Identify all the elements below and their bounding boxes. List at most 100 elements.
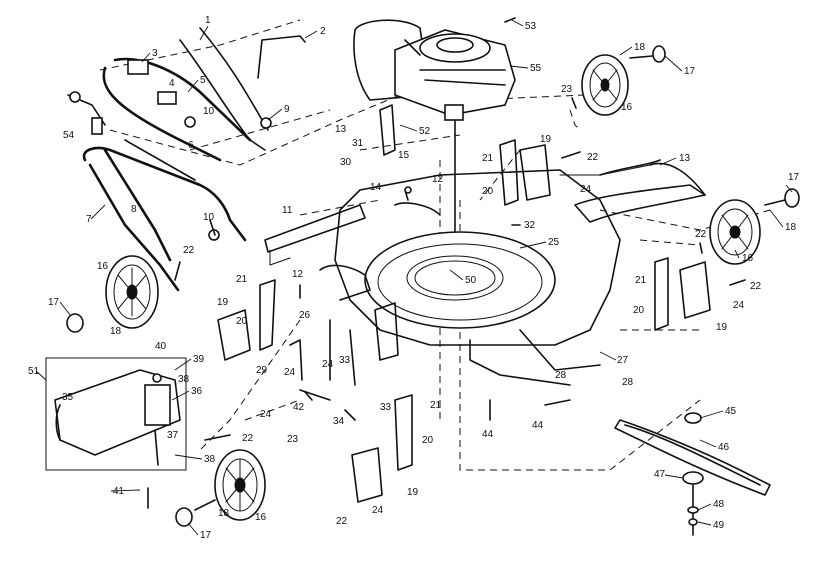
callout-21-a: 21: [482, 153, 494, 164]
callout-18-c: 18: [110, 326, 122, 337]
mower-deck: [334, 164, 651, 386]
callout-17-d: 17: [200, 530, 212, 541]
upper-handle-assembly: [102, 27, 306, 162]
rear-flap: [574, 159, 706, 223]
callout-16-b: 16: [742, 253, 754, 264]
callout-34: 34: [333, 416, 345, 427]
lower-handle-assembly: [67, 91, 247, 292]
callout-12-b: 12: [292, 269, 304, 280]
discharge-chute-assembly: [45, 357, 187, 471]
small-hardware: [147, 17, 571, 509]
callout-50: 50: [465, 275, 477, 286]
callout-22-a: 22: [587, 152, 599, 163]
callout-24-d: 24: [260, 409, 272, 420]
callout-19-c: 19: [716, 322, 728, 333]
callout-41: 41: [113, 486, 125, 497]
callout-20-c: 20: [633, 305, 645, 316]
callout-32: 32: [524, 220, 536, 231]
wheel-rear-left: [214, 449, 266, 521]
callout-12-a: 12: [432, 174, 444, 185]
callout-24-c: 24: [284, 367, 296, 378]
callout-10-a: 10: [203, 106, 215, 117]
callout-10-b: 10: [203, 212, 215, 223]
callout-17-c: 17: [48, 297, 60, 308]
callout-31: 31: [352, 138, 364, 149]
wheel-front-left: [105, 255, 159, 329]
callout-13-b: 13: [679, 153, 691, 164]
wheel-rear-right: [581, 54, 629, 116]
callout-22-b: 22: [183, 245, 195, 256]
wheel-hardware: [66, 45, 800, 527]
callout-11: 11: [282, 205, 293, 216]
callout-39: 39: [193, 354, 205, 365]
callout-23-a: 23: [561, 84, 573, 95]
callout-45: 45: [725, 406, 737, 417]
callout-18-a: 18: [634, 42, 646, 53]
callout-9: 9: [284, 104, 290, 115]
callout-30: 30: [340, 157, 352, 168]
callout-36: 36: [191, 386, 203, 397]
callout-2: 2: [320, 26, 326, 37]
callout-20-b: 20: [236, 316, 248, 327]
leader-lines: [35, 19, 793, 536]
blade-assembly: [614, 412, 771, 536]
callout-28-a: 28: [555, 370, 567, 381]
rear-bar: [264, 204, 366, 266]
callout-54: 54: [63, 130, 75, 141]
callout-3: 3: [152, 48, 158, 59]
callout-24-f: 24: [372, 505, 384, 516]
callout-21-c: 21: [635, 275, 647, 286]
callout-6: 6: [188, 140, 194, 151]
callout-23-b: 23: [287, 434, 299, 445]
callout-44-b: 44: [532, 420, 544, 431]
callout-18-d: 18: [218, 508, 230, 519]
wheel-front-right: [709, 199, 761, 265]
callout-19-b: 19: [217, 297, 229, 308]
callout-37: 37: [167, 430, 179, 441]
callout-14: 14: [370, 182, 382, 193]
callout-7: 7: [86, 214, 92, 225]
callout-16-a: 16: [621, 102, 633, 113]
callout-27: 27: [617, 355, 629, 366]
callout-51: 51: [28, 366, 40, 377]
callout-16-c: 16: [97, 261, 109, 272]
callout-42: 42: [293, 402, 305, 413]
callout-26: 26: [299, 310, 311, 321]
callout-29: 29: [256, 365, 268, 376]
callout-47: 47: [654, 469, 666, 480]
callout-5: 5: [200, 75, 206, 86]
callout-20-a: 20: [482, 186, 494, 197]
callout-13-a: 13: [335, 124, 347, 135]
callout-22-d: 22: [750, 281, 762, 292]
callout-53: 53: [525, 21, 537, 32]
callout-33-b: 33: [380, 402, 392, 413]
callout-24-a: 24: [580, 184, 592, 195]
callout-22-e: 22: [242, 433, 254, 444]
callout-40: 40: [155, 341, 167, 352]
callout-19-d: 19: [407, 487, 419, 498]
callout-49: 49: [713, 520, 725, 531]
callout-55: 55: [530, 63, 542, 74]
callout-38-b: 38: [178, 374, 190, 385]
callout-52: 52: [419, 126, 431, 137]
callout-15: 15: [398, 150, 410, 161]
callout-48: 48: [713, 499, 725, 510]
callout-24-b: 24: [322, 359, 334, 370]
callout-35: 35: [62, 392, 74, 403]
height-adjusters: [217, 104, 711, 503]
callout-22-f: 22: [336, 516, 348, 527]
rear-axle-parts: [289, 264, 371, 401]
callout-4: 4: [169, 78, 175, 89]
callout-21-d: 21: [430, 400, 442, 411]
engine: [353, 19, 516, 261]
callout-1: 1: [205, 15, 211, 26]
callout-8: 8: [131, 204, 137, 215]
callout-20-d: 20: [422, 435, 434, 446]
callout-24-e: 24: [733, 300, 745, 311]
callout-21-b: 21: [236, 274, 248, 285]
callout-44-a: 44: [482, 429, 494, 440]
callout-17-a: 17: [684, 66, 696, 77]
callout-46: 46: [718, 442, 730, 453]
